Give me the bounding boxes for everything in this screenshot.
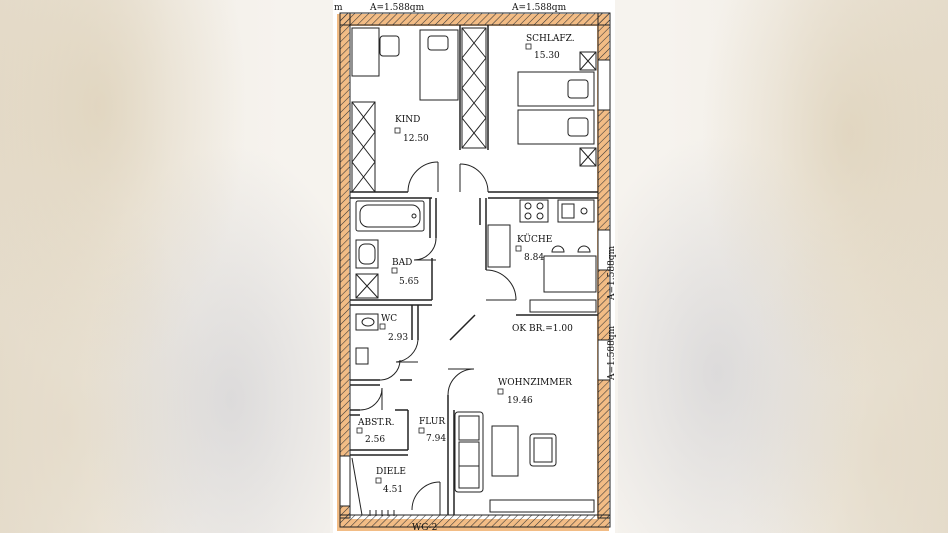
- room-area-kind: 12.50: [403, 134, 429, 144]
- background-blur-left: [0, 0, 330, 533]
- room-name-bad: BAD: [392, 258, 412, 268]
- windows: [339, 59, 611, 516]
- room-area-schlafz: 15.30: [534, 51, 560, 61]
- kitchen-table: [543, 255, 597, 293]
- top-dim-1: A=1.588qm: [369, 3, 425, 13]
- entrance-ticks: [369, 510, 395, 516]
- stove: [519, 199, 549, 223]
- area-markers: [356, 43, 532, 484]
- wardrobe: [461, 27, 487, 149]
- room-name-wc: WC: [381, 314, 397, 324]
- bath-shower: [355, 273, 379, 299]
- side-dim-1: A=1.588qm: [607, 245, 617, 301]
- room-area-bad: 5.65: [399, 277, 419, 287]
- room-name-kind: KIND: [395, 115, 420, 125]
- wc-sink: [355, 347, 369, 365]
- room-name-abstr: ABST.R.: [357, 418, 395, 428]
- kitchen-window-sill: [529, 299, 597, 313]
- kitchen-counter: [487, 224, 511, 268]
- nightstand: [579, 147, 597, 167]
- window-note: OK BR.=1.00: [512, 324, 573, 334]
- edge-mark: m: [334, 3, 343, 13]
- room-area-wc: 2.93: [388, 333, 408, 343]
- entrance-label: WG-2: [412, 523, 437, 533]
- room-name-kueche: KÜCHE: [517, 233, 552, 245]
- coffee-table: [491, 425, 519, 477]
- kind-chair: [379, 35, 400, 57]
- room-name-diele: DIELE: [376, 467, 406, 477]
- sideboard: [489, 499, 595, 513]
- room-name-flur: FLUR: [419, 417, 445, 427]
- room-area-kueche: 8.84: [524, 253, 544, 263]
- door-swings: [359, 161, 517, 515]
- room-name-wohnzimmer: WOHNZIMMER: [498, 378, 572, 388]
- background-blur-right: [618, 0, 948, 533]
- room-name-schlafz: SCHLAFZ.: [526, 34, 575, 44]
- top-dim-2: A=1.588qm: [511, 3, 567, 13]
- outer-walls: [339, 12, 611, 528]
- room-area-wohnzimmer: 19.46: [507, 396, 533, 406]
- furniture: [351, 27, 597, 513]
- side-dim-2: A=1.588qm: [607, 325, 617, 381]
- kind-desk: [351, 27, 380, 77]
- interior-walls: [350, 25, 598, 515]
- room-area-abstr: 2.56: [365, 435, 385, 445]
- kind-wardrobe: [351, 101, 376, 193]
- room-area-flur: 7.94: [426, 434, 446, 444]
- room-area-diele: 4.51: [383, 485, 403, 495]
